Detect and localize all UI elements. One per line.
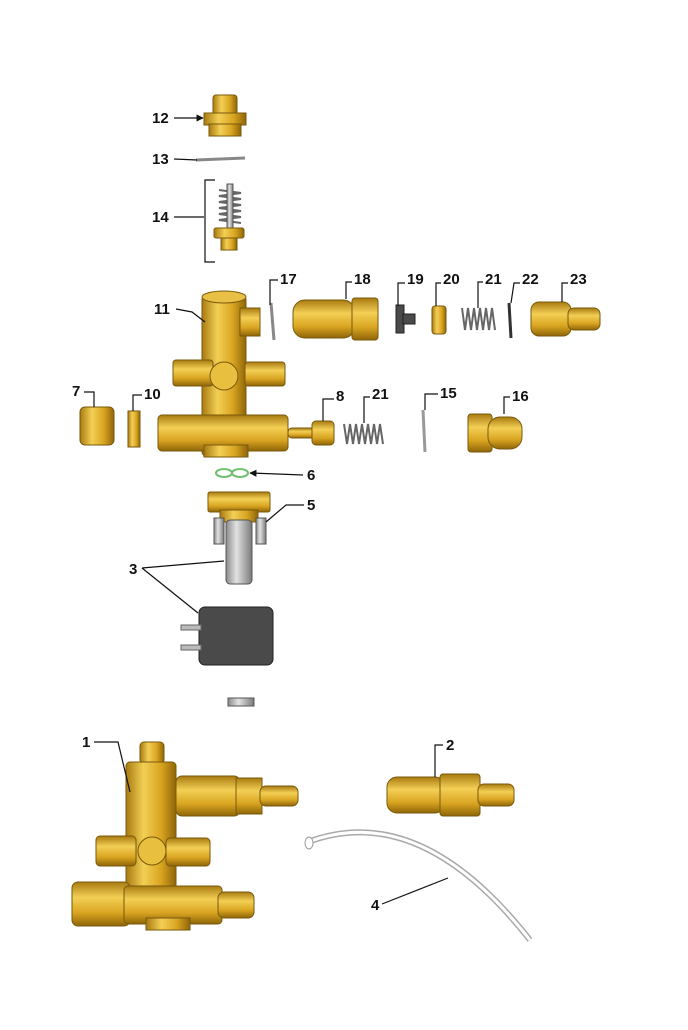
part-8-plunger <box>287 420 335 446</box>
label-16: 16 <box>512 388 529 405</box>
part-2-fitting <box>386 773 515 817</box>
part-11-valve-body <box>157 290 289 458</box>
part-labels: 12 13 14 11 17 18 19 20 21 22 23 7 10 8 … <box>72 110 587 914</box>
label-5: 5 <box>307 497 315 514</box>
part-3-solenoid-tube <box>225 519 253 585</box>
label-11: 11 <box>154 301 170 318</box>
label-6: 6 <box>307 467 315 484</box>
part-16-cap <box>467 413 523 453</box>
part-7-cap <box>79 406 115 446</box>
part-22-ring <box>507 302 513 339</box>
label-19: 19 <box>407 271 424 288</box>
label-10: 10 <box>144 386 161 403</box>
label-8: 8 <box>336 388 344 405</box>
part-19-seal <box>395 304 416 334</box>
label-21-upper: 21 <box>485 271 502 288</box>
part-6-o-rings <box>215 468 249 478</box>
label-13: 13 <box>152 151 169 168</box>
part-1-assembled-valve <box>71 741 299 931</box>
part-12-fitting <box>203 94 247 137</box>
part-18-sleeve <box>292 297 379 341</box>
label-2: 2 <box>446 737 454 754</box>
label-15: 15 <box>440 385 457 402</box>
part-5-flange <box>207 491 271 545</box>
label-7: 7 <box>72 383 80 400</box>
label-3: 3 <box>129 561 137 578</box>
label-1: 1 <box>82 734 90 751</box>
label-20: 20 <box>443 271 460 288</box>
label-21-lower: 21 <box>372 386 389 403</box>
part-10-washer <box>127 410 141 448</box>
part-17-pin <box>269 302 276 341</box>
label-14: 14 <box>152 209 169 226</box>
label-18: 18 <box>354 271 371 288</box>
part-3-coil <box>180 606 274 666</box>
label-22: 22 <box>522 271 539 288</box>
label-4: 4 <box>371 897 380 914</box>
leader-lines <box>84 114 568 905</box>
part-23-nozzle <box>530 301 601 337</box>
label-23: 23 <box>570 271 587 288</box>
part-4-hose <box>304 829 533 942</box>
part-15-pin <box>421 409 427 453</box>
label-17: 17 <box>280 271 297 288</box>
small-pin <box>227 697 255 707</box>
part-20-disc <box>431 305 447 335</box>
part-21-spring-upper <box>461 307 496 331</box>
label-12: 12 <box>152 110 169 127</box>
part-21-spring-lower <box>343 423 384 445</box>
part-13-washer <box>195 156 246 162</box>
part-14-plunger-assembly <box>204 179 245 263</box>
